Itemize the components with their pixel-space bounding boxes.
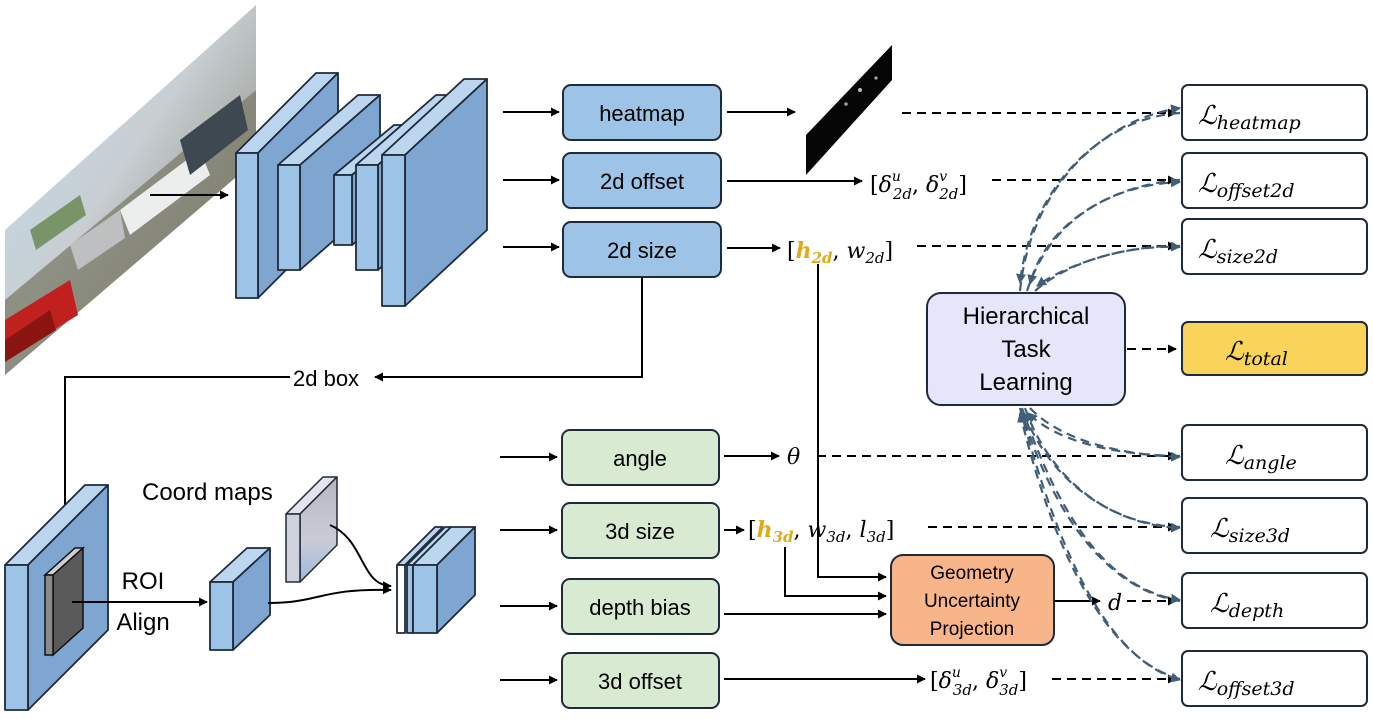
head-size3d: 3d size [561, 502, 720, 559]
svg-text:Uncertainty: Uncertainty [924, 591, 1021, 612]
svg-text:ℒheatmap: ℒheatmap [1198, 101, 1301, 134]
svg-text:ℒsize3d: ℒsize3d [1210, 514, 1290, 547]
head-depth-bias-label: depth bias [589, 595, 691, 620]
roi-region [43, 546, 85, 657]
loss-size3d: ℒsize3d [1181, 497, 1368, 554]
head-size2d-label: 2d size [607, 238, 677, 263]
head-offset2d: 2d offset [562, 152, 722, 209]
head-heatmap: heatmap [562, 84, 722, 141]
label-roi: ROI [122, 568, 165, 595]
loss-total: ℒtotal [1181, 321, 1368, 376]
svg-text:ℒoffset3d: ℒoffset3d [1198, 667, 1295, 700]
output-size3d: [h3d, w3d, l3d] [748, 517, 894, 546]
head-depth-bias: depth bias [561, 578, 720, 635]
loss-size2d: ℒsize2d [1181, 218, 1368, 275]
loss-angle: ℒangle [1181, 424, 1368, 481]
svg-text:ℒangle: ℒangle [1225, 441, 1297, 474]
label-coord-maps: Coord maps [142, 479, 273, 506]
output-angle: θ [787, 445, 800, 470]
loss-offset3d: ℒoffset3d [1181, 650, 1368, 707]
svg-text:Geometry: Geometry [930, 563, 1014, 584]
heatmap-output-image [806, 45, 892, 175]
head-heatmap-label: heatmap [599, 101, 685, 126]
output-depth: d [1108, 591, 1122, 616]
head-size2d: 2d size [562, 221, 722, 278]
svg-text:ℒsize2d: ℒsize2d [1198, 235, 1278, 268]
head-offset3d: 3d offset [561, 652, 720, 709]
feedback-arrows [1015, 104, 1181, 683]
head-angle: angle [561, 429, 720, 486]
svg-text:ℒtotal: ℒtotal [1225, 337, 1288, 370]
svg-text:Learning: Learning [979, 369, 1072, 396]
concat-feature [396, 526, 476, 634]
svg-text:Task: Task [1001, 336, 1051, 363]
loss-depth: ℒdepth [1181, 572, 1368, 629]
roi-feature [209, 547, 271, 651]
output-size2d: [h2d, w2d] [787, 238, 893, 267]
label-align: Align [116, 609, 169, 636]
hierarchical-task-learning: Hierarchical Task Learning [926, 292, 1126, 406]
backbone-layers [235, 72, 488, 307]
coord-maps [285, 476, 338, 583]
head-offset3d-label: 3d offset [598, 669, 682, 694]
backbone-layer-5 [381, 78, 488, 307]
head-angle-label: angle [613, 446, 667, 471]
geometry-uncertainty-projection: Geometry Uncertainty Projection [890, 554, 1055, 646]
loss-heatmap: ℒheatmap [1181, 84, 1368, 141]
svg-text:Hierarchical: Hierarchical [963, 303, 1090, 330]
svg-text:Projection: Projection [930, 619, 1015, 640]
loss-offset2d: ℒoffset2d [1181, 152, 1368, 209]
svg-text:ℒoffset2d: ℒoffset2d [1198, 169, 1295, 202]
label-2d-box: 2d box [293, 366, 359, 391]
svg-text:ℒdepth: ℒdepth [1210, 589, 1284, 622]
head-size3d-label: 3d size [605, 519, 675, 544]
loss-arrows [817, 108, 1177, 684]
head-offset2d-label: 2d offset [600, 169, 684, 194]
input-image [5, 5, 256, 375]
